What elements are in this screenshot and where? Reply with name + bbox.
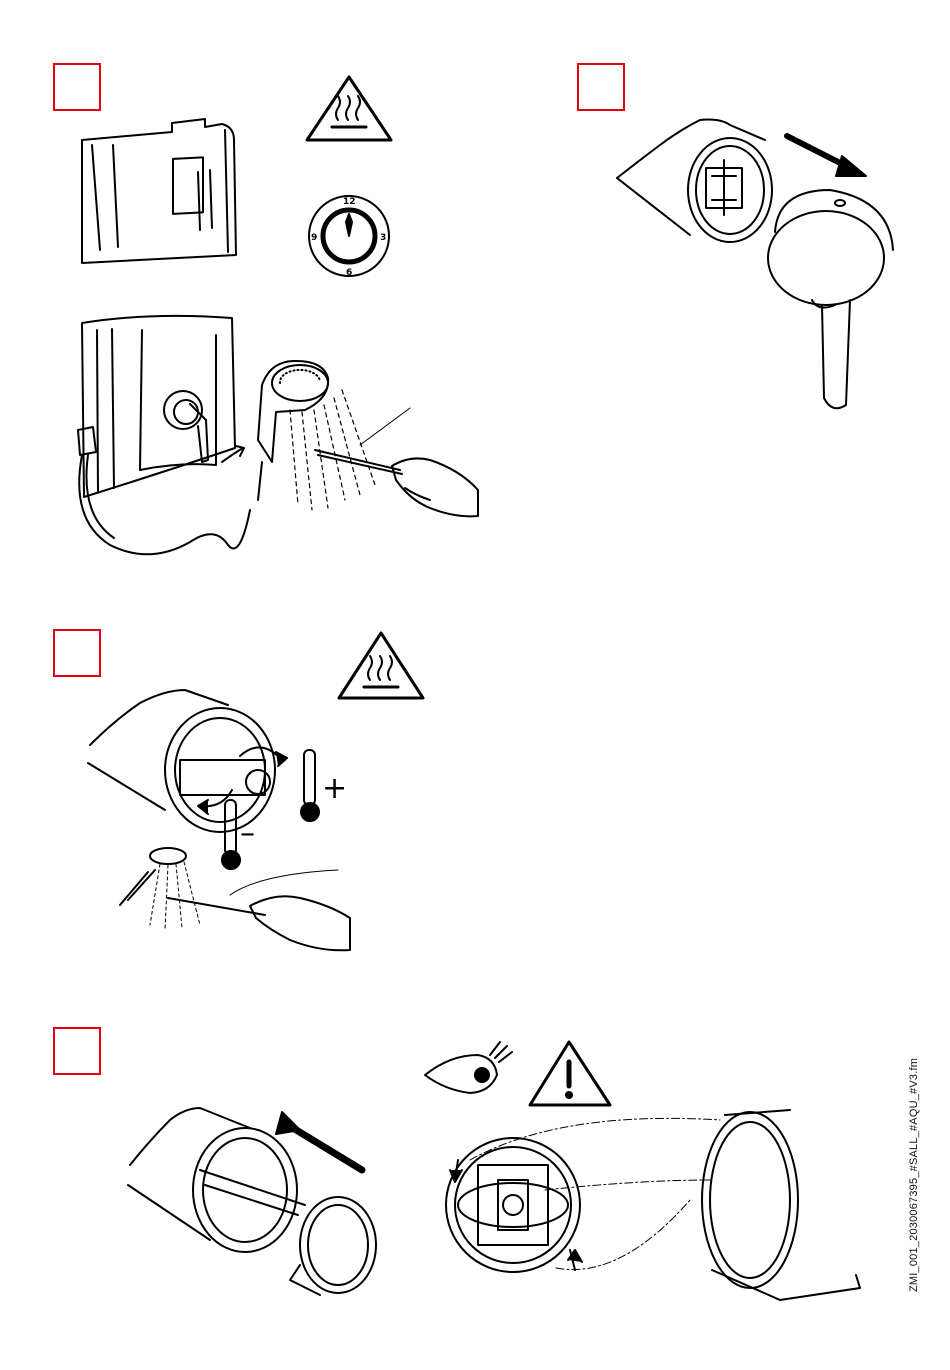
ring-install-illustration xyxy=(128,1108,376,1295)
water-spray xyxy=(290,390,375,510)
caution-warning-icon xyxy=(530,1042,610,1105)
clock-icon: 12 3 6 9 xyxy=(309,196,389,278)
shower-unit-illustration xyxy=(78,316,478,554)
clock-number-12: 12 xyxy=(343,197,356,207)
thermometer-icon-plus: + xyxy=(301,750,347,821)
clock-number-9: 9 xyxy=(311,233,317,243)
eye-icon xyxy=(425,1042,512,1093)
hot-surface-warning-icon xyxy=(307,77,391,140)
clock-number-6: 6 xyxy=(346,268,352,278)
increase-sign: + xyxy=(322,771,347,806)
temperature-adjust-illustration: + – xyxy=(88,690,350,950)
handle-removal-illustration xyxy=(617,120,893,409)
document-id-text: ZMI_001_2030067395_#SALL_#AQU_#V3.fm xyxy=(908,1058,920,1292)
clock-number-3: 3 xyxy=(380,233,386,243)
document-id-label: ZMI_001_2030067395_#SALL_#AQU_#V3.fm xyxy=(900,1030,930,1330)
shower-unit-cover xyxy=(82,119,236,263)
hot-surface-warning-icon-2 xyxy=(339,633,423,698)
decrease-sign: – xyxy=(240,816,255,851)
ring-alignment-illustration xyxy=(446,1110,860,1300)
thermometer-icon-minus: – xyxy=(222,800,255,869)
